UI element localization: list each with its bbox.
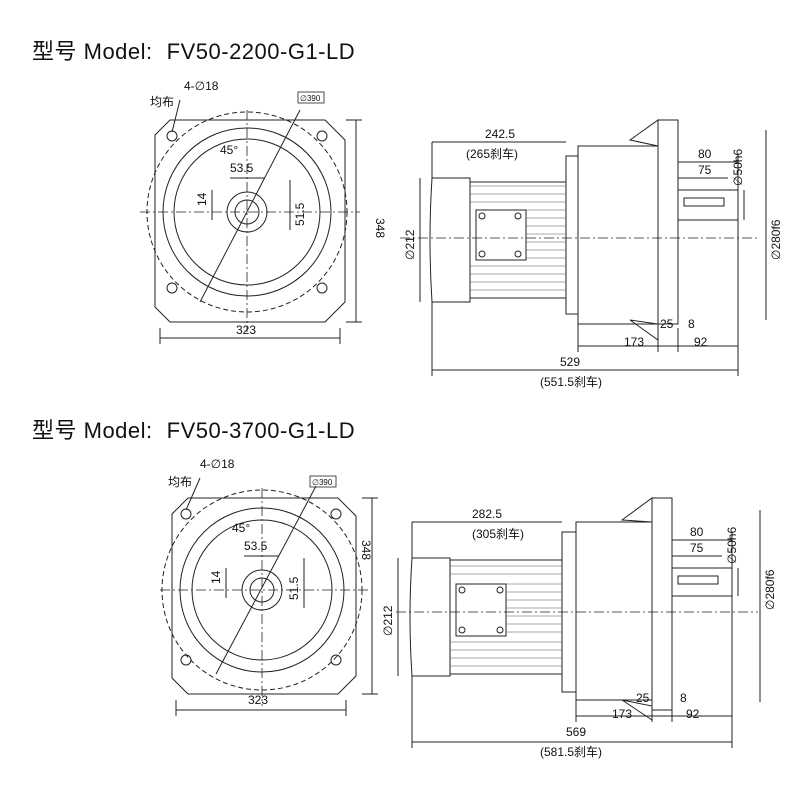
- total-length: 569: [566, 725, 586, 739]
- flange-outline: [154, 119, 346, 323]
- motor-length-brake: (305刹车): [472, 526, 524, 541]
- dim-173: 173: [624, 335, 644, 349]
- flange-width: 323: [236, 323, 256, 337]
- model-title-code: FV50-3700-G1-LD: [166, 418, 356, 443]
- even-label: 均布: [150, 95, 174, 109]
- mount-hole: [166, 282, 178, 294]
- shaft-len-80: 80: [690, 525, 704, 539]
- pcd-label: ∅390: [300, 94, 321, 103]
- dim-8: 8: [680, 691, 687, 705]
- model-title-1: 型号 Model: FV50-2200-G1-LD: [32, 34, 355, 66]
- shaft-dia: ∅50h6: [731, 149, 745, 186]
- dim-8: 8: [688, 317, 695, 331]
- total-length-brake: (551.5刹车): [540, 374, 602, 389]
- total-length: 529: [560, 355, 580, 369]
- dim-25: 25: [660, 317, 674, 331]
- angle-label: 45°: [220, 143, 238, 157]
- drawing-model-1: 4-∅18 均布 ∅390 45° 53.5 14 51.5 323 348 2…: [140, 79, 783, 389]
- front-view: [160, 475, 378, 716]
- flange-outline: [171, 497, 357, 695]
- shaft-dim: 53.5: [230, 161, 254, 175]
- even-label: 均布: [168, 475, 192, 489]
- motor-dia: ∅212: [403, 229, 417, 260]
- spigot-dia: ∅280f6: [769, 219, 783, 260]
- mount-hole: [330, 654, 342, 666]
- mount-hole: [180, 654, 192, 666]
- mount-hole: [330, 508, 342, 520]
- mount-hole: [166, 130, 178, 142]
- shaft-len-80: 80: [698, 147, 712, 161]
- dim-173: 173: [612, 707, 632, 721]
- model-title-prefix: 型号 Model:: [32, 418, 153, 443]
- model-title-code: FV50-2200-G1-LD: [166, 39, 356, 64]
- front-view: [140, 91, 362, 344]
- model-title-2: 型号 Model: FV50-3700-G1-LD: [32, 413, 355, 445]
- motor-length: 242.5: [485, 127, 515, 141]
- hole-label: 4-∅18: [184, 79, 219, 93]
- shaft-len-75: 75: [690, 541, 704, 555]
- key-height: 51.5: [287, 576, 301, 600]
- mount-hole: [180, 508, 192, 520]
- drawing-model-2: 4-∅18 均布 ∅390 45° 53.5 14 51.5 323 348 2…: [160, 457, 777, 759]
- flange-height: 348: [373, 218, 387, 238]
- shaft-dim: 53.5: [244, 539, 268, 553]
- motor-body: [469, 181, 567, 299]
- flange-width: 323: [248, 693, 268, 707]
- output-shaft: [677, 189, 739, 221]
- dim-92: 92: [686, 707, 700, 721]
- output-shaft: [671, 567, 733, 597]
- motor-dia: ∅212: [381, 605, 395, 636]
- motor-length: 282.5: [472, 507, 502, 521]
- key-width: 14: [195, 192, 209, 206]
- dim-25: 25: [636, 691, 650, 705]
- hole-label: 4-∅18: [200, 457, 235, 471]
- shaft-dia: ∅50h6: [725, 527, 739, 564]
- gearbox: [577, 145, 659, 325]
- dim-92: 92: [694, 335, 708, 349]
- angle-label: 45°: [232, 521, 250, 535]
- key-width: 14: [209, 570, 223, 584]
- mount-hole: [316, 282, 328, 294]
- mount-hole: [316, 130, 328, 142]
- total-length-brake: (581.5刹车): [540, 744, 602, 759]
- side-view: [400, 119, 767, 376]
- key-height: 51.5: [293, 202, 307, 226]
- flange-height: 348: [359, 540, 373, 560]
- gearbox: [575, 521, 653, 701]
- motor-length-brake: (265刹车): [466, 146, 518, 161]
- spigot-dia: ∅280f6: [763, 569, 777, 610]
- shaft-len-75: 75: [698, 163, 712, 177]
- model-title-prefix: 型号 Model:: [32, 39, 153, 64]
- pcd-label: ∅390: [312, 478, 333, 487]
- side-view: [396, 497, 761, 748]
